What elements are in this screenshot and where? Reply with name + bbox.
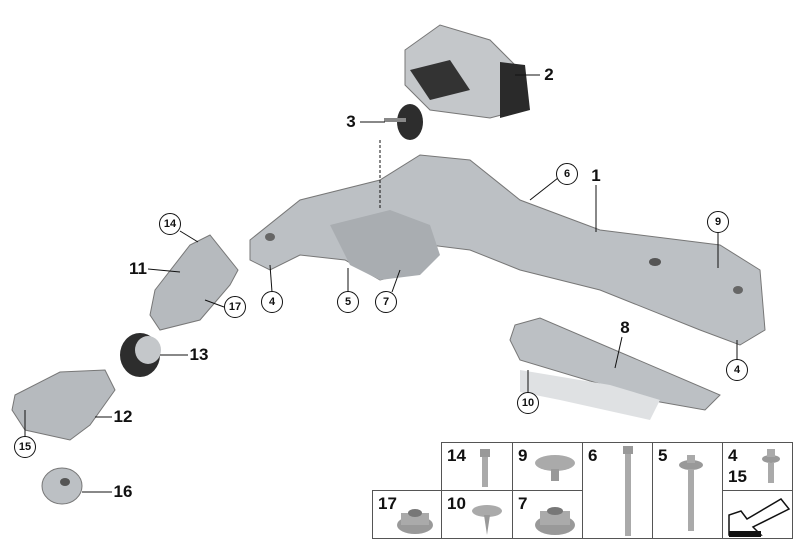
callout-3: 3 [346, 112, 356, 131]
fastener-cell-14: 14 [441, 442, 513, 491]
fastener-cell-10: 10 [441, 490, 513, 539]
callout-17: 17 [224, 296, 246, 318]
callout-2: 2 [544, 65, 554, 84]
callout-16: 16 [113, 482, 133, 501]
callout-8: 8 [620, 318, 630, 337]
crossmember-part [249, 154, 766, 346]
fastener-cell-4-15: 4 15 [722, 442, 793, 491]
fastener-label: 4 [728, 446, 738, 465]
front-direction-arrow-icon [728, 498, 791, 537]
fastener-label: 17 [378, 494, 397, 513]
callout-12: 12 [113, 407, 133, 426]
fastener-label: 14 [447, 446, 466, 465]
long-bolt-icon [623, 446, 633, 536]
fastener-cell-7: 7 [512, 490, 583, 539]
fastener-label: 15 [728, 467, 747, 486]
leader-lines [24, 74, 738, 493]
fastener-cell-6: 6 [582, 442, 653, 539]
callout-5: 5 [337, 291, 359, 313]
callout-1: 1 [591, 166, 601, 185]
washer-bolt-icon [679, 455, 703, 531]
small-bolt-icon [762, 449, 780, 483]
fastener-label: 7 [518, 494, 528, 513]
callout-4: 4 [261, 291, 283, 313]
direction-arrow-cell [722, 490, 793, 539]
callout-11: 11 [129, 259, 147, 278]
fastener-label: 5 [658, 446, 668, 465]
fastener-label: 6 [588, 446, 598, 465]
screw-washer-icon [472, 505, 502, 535]
fastener-label: 9 [518, 446, 528, 465]
callout-15: 15 [14, 436, 36, 458]
callout-6: 6 [556, 163, 578, 185]
fastener-cell-5: 5 [652, 442, 723, 539]
clip-icon [535, 455, 575, 481]
fastener-cell-9: 9 [512, 442, 583, 491]
callout-13: 13 [189, 345, 209, 364]
nut-icon [535, 507, 575, 535]
fastener-cell-17: 17 [372, 490, 442, 539]
bolt-icon [480, 449, 490, 487]
callout-9: 9 [707, 211, 729, 233]
callout-10: 10 [517, 392, 539, 414]
nut-icon [397, 509, 433, 534]
fastener-label: 10 [447, 494, 466, 513]
callout-7: 7 [375, 291, 397, 313]
callout-4b: 4 [726, 359, 748, 381]
callout-14: 14 [159, 213, 181, 235]
engine-mount-part [404, 24, 530, 119]
